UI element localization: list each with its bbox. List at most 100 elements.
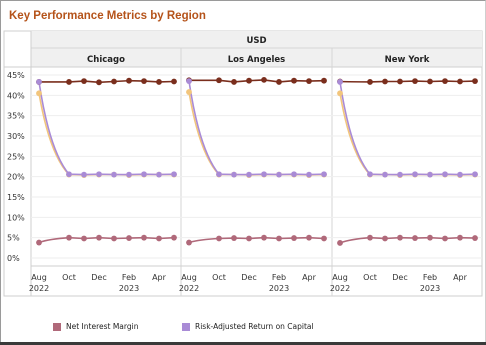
series-line [38,93,174,176]
data-point [367,234,373,241]
data-point [111,78,117,85]
series-line [188,91,325,176]
data-point [472,171,478,178]
series-line [189,79,325,83]
data-point [231,235,237,241]
data-point [231,79,237,85]
x-tick-label: Dec [241,273,256,282]
data-point [276,79,282,85]
x-tick-year: 2023 [119,284,139,293]
data-point [337,79,343,85]
data-point [412,235,418,241]
data-point [141,171,147,178]
data-point [96,171,102,178]
data-point [337,90,343,97]
data-point [291,77,297,84]
x-tick-label: Feb [122,273,136,282]
data-point [156,171,162,178]
data-point [291,235,297,241]
data-point [186,89,192,95]
data-point [457,171,463,178]
data-point [321,235,327,242]
legend-item-risk-adjusted-return[interactable]: Risk-Adjusted Return on Capital [182,322,314,331]
x-tick-label: Apr [453,273,468,282]
y-tick-label: 35% [7,112,25,121]
legend-item-net-interest-margin[interactable]: Net Interest Margin [53,322,138,331]
data-point [186,78,192,84]
data-point [337,240,343,246]
data-point [186,239,192,246]
data-point [141,234,147,241]
data-point [36,90,42,97]
x-tick-year: 2022 [330,284,350,293]
data-point [306,234,312,241]
series-line [39,79,175,84]
data-point [442,235,448,242]
x-tick-label: Oct [212,273,226,282]
data-point [261,76,267,83]
panel-header: New York [385,55,430,65]
legend-swatch-risk-adjusted-return [182,322,190,331]
series-line [339,236,476,244]
data-point [66,171,72,178]
data-point [126,77,132,84]
data-point [442,78,448,84]
data-point [472,235,478,241]
series-line [188,236,325,244]
x-tick-label: Feb [423,273,437,282]
x-tick-label: Aug [332,273,348,282]
data-point [457,78,463,85]
x-tick-year: 2023 [269,284,289,293]
x-tick-year: 2022 [29,284,49,293]
data-point [442,171,448,178]
data-point [156,235,162,242]
data-point [171,171,177,178]
x-tick-label: Aug [31,273,47,282]
series-line [38,236,175,244]
data-point [306,78,312,84]
data-point [156,79,162,85]
data-point [382,235,388,242]
x-tick-year: 2023 [420,284,440,293]
y-tick-label: 10% [7,213,25,222]
currency-header: USD [246,36,266,46]
data-point [171,78,177,85]
data-point [36,79,42,85]
data-point [216,171,222,178]
data-point [367,79,373,85]
x-tick-label: Apr [152,273,167,282]
data-point [171,234,177,241]
x-tick-label: Oct [62,273,76,282]
data-point [111,235,117,242]
data-point [81,78,87,84]
data-point [66,234,72,241]
data-point [306,171,312,178]
y-tick-label: 45% [7,71,25,80]
data-point [427,171,433,178]
data-point [96,234,102,241]
data-point [261,234,267,241]
data-point [246,77,252,84]
data-point [321,171,327,178]
x-tick-label: Oct [363,273,377,282]
x-tick-year: 2022 [179,284,199,293]
data-point [111,171,117,178]
series-line [339,80,476,83]
chart-title: Key Performance Metrics by Region [9,10,206,22]
data-point [457,234,463,241]
data-point [126,171,132,178]
data-point [81,171,87,178]
data-point [412,78,418,84]
legend-label-net-interest-margin: Net Interest Margin [66,322,139,331]
data-point [141,78,147,84]
y-tick-label: 15% [7,193,25,202]
data-point [321,77,327,84]
data-point [231,171,237,178]
panel-header: Chicago [87,55,125,65]
series-line [339,93,476,176]
data-point [96,79,102,86]
data-point [427,78,433,85]
x-tick-label: Dec [91,273,106,282]
data-point [216,77,222,84]
